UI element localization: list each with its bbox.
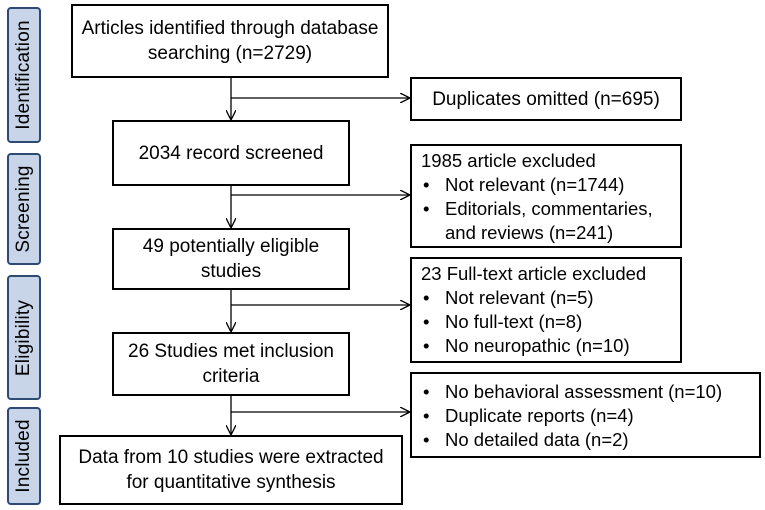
duplicates-text: Duplicates omitted (n=695) <box>432 88 660 110</box>
phase-screening: Screening <box>7 153 41 265</box>
identified-box: Articles identified through database sea… <box>71 4 389 78</box>
phase-label: Eligibility <box>13 299 34 376</box>
extracted-text: Data from 10 studies were extracted for … <box>78 447 384 493</box>
list-item: Editorials, commentaries, and reviews (n… <box>421 197 672 245</box>
final-exclusions-list: No behavioral assessment (n=10) Duplicat… <box>421 380 751 452</box>
potentially-eligible-box: 49 potentially eligible studies <box>112 228 350 290</box>
list-item: No neuropathic (n=10) <box>421 334 672 358</box>
list-item: No behavioral assessment (n=10) <box>421 380 751 404</box>
phase-identification: Identification <box>7 7 41 143</box>
phase-included: Included <box>7 407 41 505</box>
extracted-box: Data from 10 studies were extracted for … <box>59 435 403 505</box>
duplicates-box: Duplicates omitted (n=695) <box>410 77 682 121</box>
met-criteria-box: 26 Studies met inclusion criteria <box>112 332 350 396</box>
final-exclusions-box: No behavioral assessment (n=10) Duplicat… <box>410 372 761 458</box>
list-item: No full-text (n=8) <box>421 310 672 334</box>
phase-label: Identification <box>13 20 34 130</box>
list-item: No detailed data (n=2) <box>421 428 751 452</box>
potentially-eligible-text: 49 potentially eligible studies <box>142 236 320 282</box>
met-criteria-text: 26 Studies met inclusion criteria <box>128 341 334 387</box>
list-item: Not relevant (n=1744) <box>421 173 672 197</box>
phase-eligibility: Eligibility <box>7 275 41 400</box>
fulltext-exclusions-heading: 23 Full-text article excluded <box>421 263 647 284</box>
screening-exclusions-list: Not relevant (n=1744) Editorials, commen… <box>421 173 672 245</box>
phase-label: Included <box>13 419 34 493</box>
phase-label: Screening <box>13 165 34 253</box>
identified-text: Articles identified through database sea… <box>81 18 379 64</box>
list-item: Duplicate reports (n=4) <box>421 404 751 428</box>
screening-exclusions-heading: 1985 article excluded <box>421 150 596 171</box>
fulltext-exclusions-box: 23 Full-text article excluded Not releva… <box>410 257 682 363</box>
screened-text: 2034 record screened <box>138 142 324 164</box>
list-item: Not relevant (n=5) <box>421 286 672 310</box>
screened-box: 2034 record screened <box>112 120 350 186</box>
fulltext-exclusions-list: Not relevant (n=5) No full-text (n=8) No… <box>421 286 672 358</box>
screening-exclusions-box: 1985 article excluded Not relevant (n=17… <box>410 144 682 248</box>
